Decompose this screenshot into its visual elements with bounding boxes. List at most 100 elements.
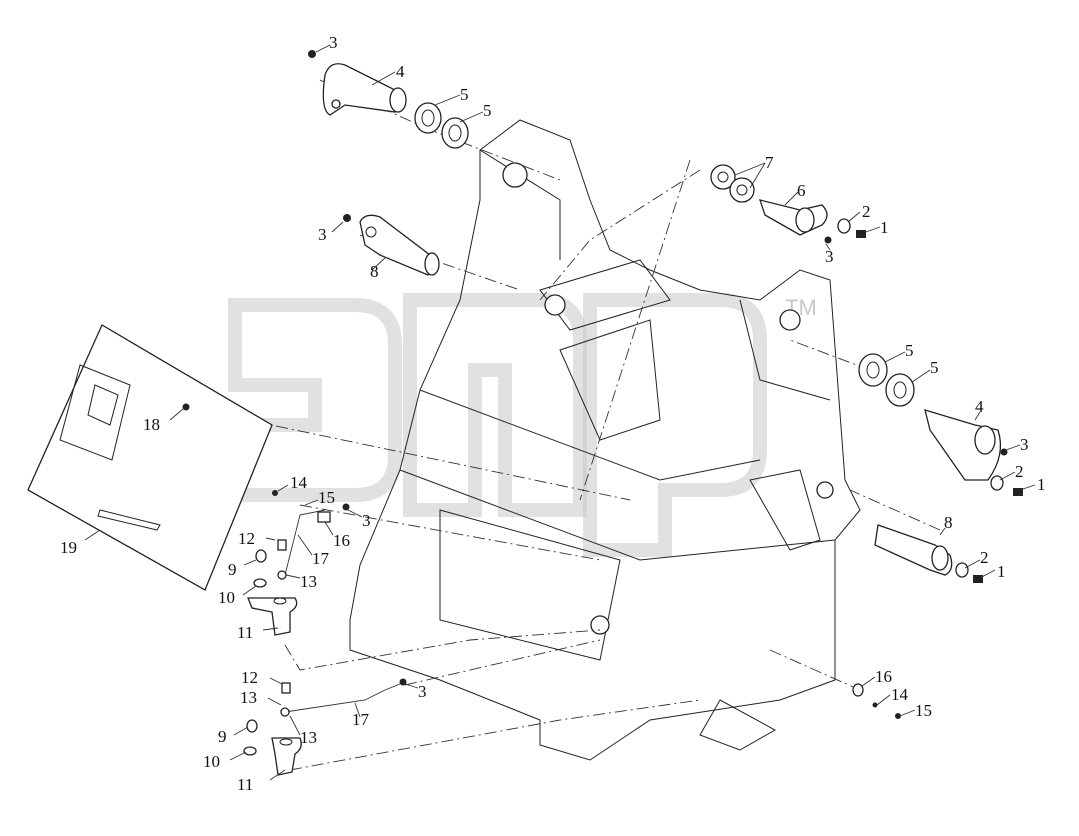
callout-1: 1 <box>880 218 889 237</box>
fitting-16-b <box>852 683 864 697</box>
callout-11: 11 <box>237 775 253 794</box>
callout-6: 6 <box>797 181 806 200</box>
callout-3: 3 <box>825 247 834 266</box>
nut-9-b <box>246 719 258 733</box>
pin-6 <box>759 199 828 236</box>
callout-16: 16 <box>333 531 350 550</box>
callout-15: 15 <box>915 701 932 720</box>
callout-2: 2 <box>1015 462 1024 481</box>
frame-pin-boss-top <box>502 162 528 188</box>
bolt-3-a <box>308 50 316 58</box>
upper-right-pin-assembly <box>710 164 866 244</box>
washer-2-c <box>955 562 969 578</box>
nut-9-a <box>255 549 267 563</box>
frame-pin-boss-left <box>544 294 566 316</box>
part-15-b <box>895 713 901 719</box>
upper-left-pin-assembly <box>308 50 469 149</box>
plate-handle <box>97 509 161 531</box>
callout-8: 8 <box>370 262 379 281</box>
cover-plate-19 <box>27 324 273 591</box>
callout-labels: 3 4 5 5 7 6 2 1 3 3 8 5 5 4 3 2 1 8 2 1 … <box>60 33 1046 794</box>
fitting-13-a <box>277 570 287 580</box>
callout-13: 13 <box>300 572 317 591</box>
part-14-a <box>272 490 278 496</box>
washer-5-b <box>441 117 469 149</box>
fitting-3-f <box>399 678 407 686</box>
callout-17: 17 <box>352 710 370 729</box>
washer-5-c <box>858 353 888 387</box>
washer-5-d <box>885 373 915 407</box>
right-pin-assembly <box>858 353 1023 496</box>
callout-5: 5 <box>460 85 469 104</box>
frame-pin-boss-bottom <box>590 615 610 635</box>
bolt-1-a <box>856 230 866 238</box>
callout-9: 9 <box>228 560 237 579</box>
callout-5: 5 <box>930 358 939 377</box>
callout-4: 4 <box>396 62 405 81</box>
callout-5: 5 <box>905 341 914 360</box>
pin-8-upper-end <box>424 252 440 276</box>
plate-hole <box>331 99 341 109</box>
washer-2-b <box>990 475 1004 491</box>
callout-4: 4 <box>975 397 984 416</box>
bolt-3-c <box>343 214 351 222</box>
washer-10-b <box>243 746 257 756</box>
callout-1: 1 <box>997 562 1006 581</box>
frame-pin-boss-lower <box>816 481 834 499</box>
bolt-1-c <box>973 575 983 583</box>
callout-12: 12 <box>238 529 255 548</box>
callout-13: 13 <box>240 688 257 707</box>
callout-19: 19 <box>60 538 77 557</box>
fitting-12-b <box>281 682 291 694</box>
pin-8-upper-assembly <box>343 214 440 276</box>
washer-2-a <box>837 218 851 234</box>
callout-13: 13 <box>300 728 317 747</box>
callout-7: 7 <box>765 153 774 172</box>
callout-10: 10 <box>203 752 220 771</box>
washer-10-a <box>253 578 267 588</box>
callout-3: 3 <box>318 225 327 244</box>
callout-2: 2 <box>980 548 989 567</box>
callout-3: 3 <box>1020 435 1029 454</box>
callout-15: 15 <box>318 488 335 507</box>
pin-8-lower-end <box>931 545 949 571</box>
callout-5: 5 <box>483 101 492 120</box>
callout-9: 9 <box>218 727 227 746</box>
loader-frame <box>349 119 861 761</box>
callout-17: 17 <box>312 549 330 568</box>
bolt-3-d <box>1000 448 1008 456</box>
callout-8: 8 <box>944 513 953 532</box>
fitting-12-a <box>277 539 287 551</box>
washer-7-b <box>729 177 755 203</box>
callout-10: 10 <box>218 588 235 607</box>
part-14-b <box>872 702 878 708</box>
upper-lube-assembly <box>247 490 350 636</box>
lower-lube-assembly <box>243 678 407 776</box>
callout-1: 1 <box>1037 475 1046 494</box>
bolt-18 <box>182 403 190 411</box>
pin-end-4-top <box>389 87 407 113</box>
washer-7-a <box>710 164 736 190</box>
callout-12: 12 <box>241 668 258 687</box>
bolt-3-b <box>824 236 832 244</box>
callout-11: 11 <box>237 623 253 642</box>
leader-lines <box>84 44 1036 781</box>
callout-3: 3 <box>418 682 427 701</box>
plate-window <box>59 364 131 461</box>
callout-16: 16 <box>875 667 892 686</box>
pin-11-b <box>271 737 302 776</box>
frame-pin-boss-right <box>779 309 801 331</box>
callout-18: 18 <box>143 415 160 434</box>
lower-right-fittings <box>852 683 901 719</box>
fitting-16-a <box>317 511 331 523</box>
bolt-1-b <box>1013 488 1023 496</box>
pin-4-right-end <box>974 425 996 455</box>
pin-8-lower-assembly <box>874 524 983 583</box>
callout-2: 2 <box>862 202 871 221</box>
pin-11-a <box>247 597 298 636</box>
callout-14: 14 <box>290 473 308 492</box>
callout-3: 3 <box>362 511 371 530</box>
washer-5-a <box>414 102 442 134</box>
fitting-3-e <box>342 503 350 511</box>
